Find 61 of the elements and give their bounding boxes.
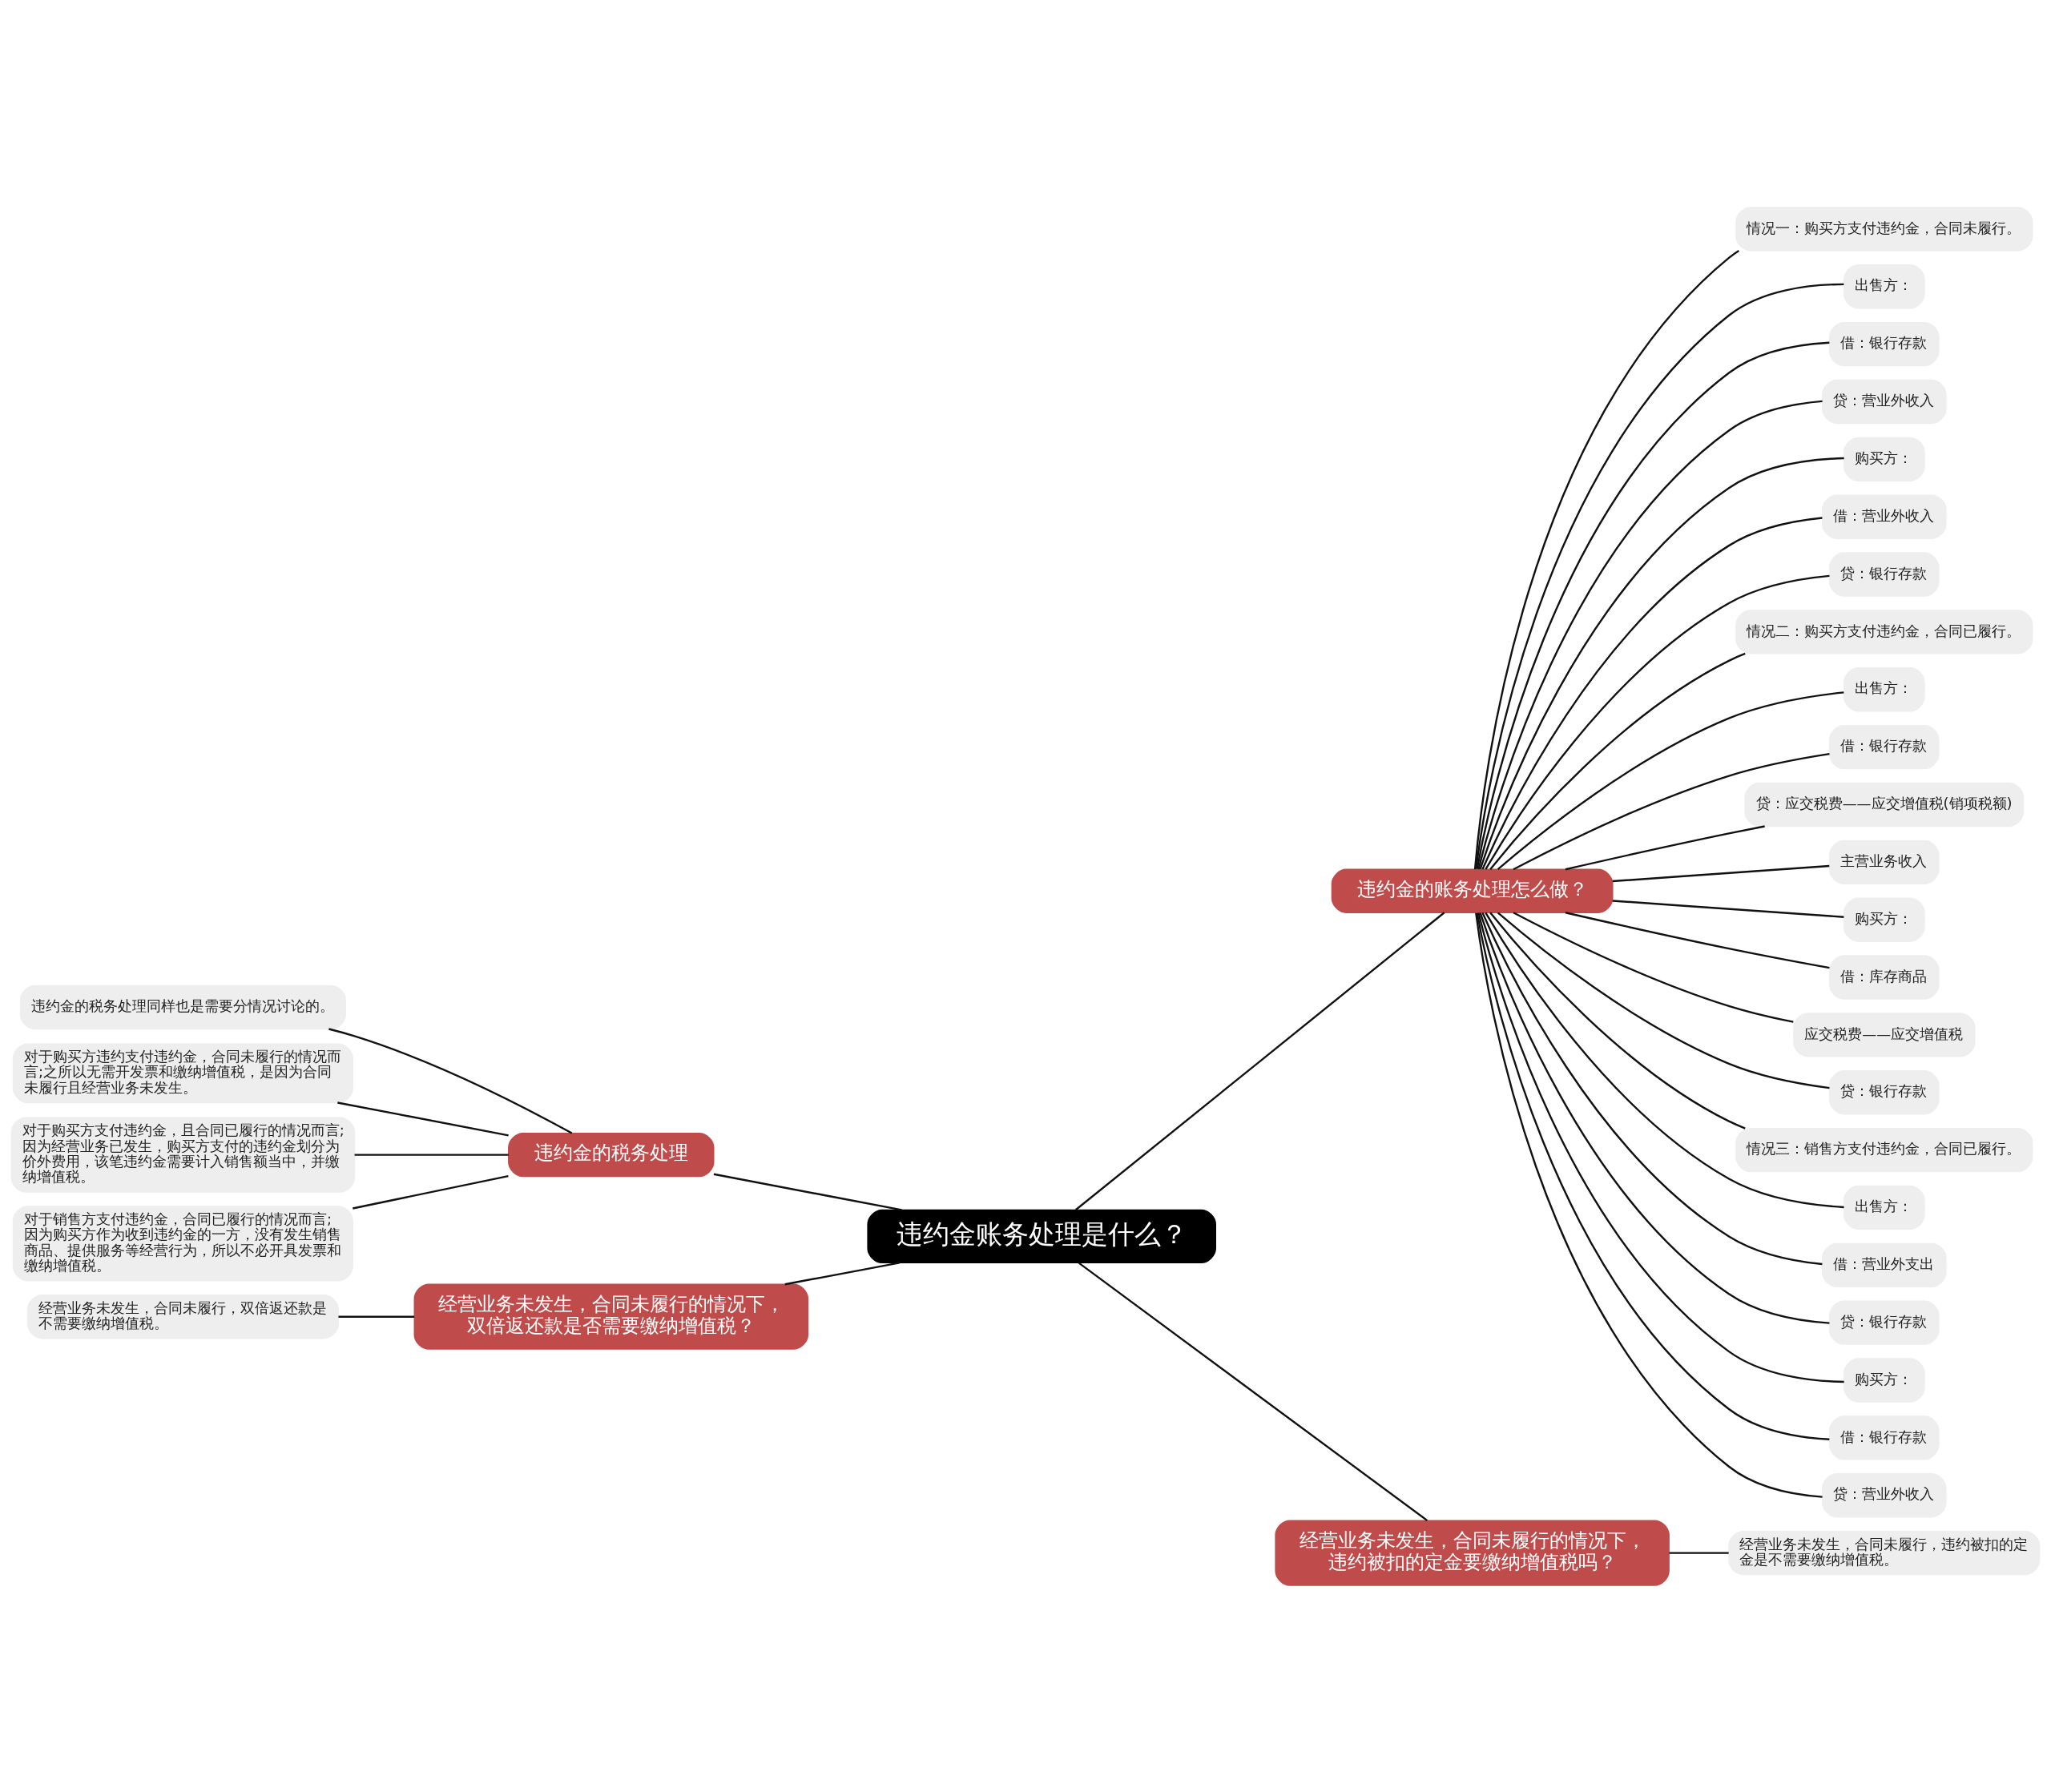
node-box: 借：库存商品 [1828, 954, 1940, 1000]
connector [1481, 516, 1823, 869]
connector [1479, 457, 1844, 869]
node-box: 经营业务未发生，合同未履行的情况下，违约被扣的定金要缴纳增值税吗？ [1275, 1519, 1670, 1586]
connector [1497, 691, 1844, 870]
node-box: 情况三：销售方支付违约金，合同已履行。 [1735, 1127, 2033, 1172]
connector [328, 1027, 573, 1134]
node-box: 出售方： [1843, 264, 1925, 308]
node-box: 借：营业外收入 [1822, 494, 1947, 539]
connector [713, 1173, 902, 1211]
connector [1612, 899, 1844, 918]
node-box: 违约金账务处理是什么？ [867, 1209, 1216, 1263]
node-box: 购买方： [1843, 437, 1925, 481]
node-box: 出售方： [1843, 1185, 1925, 1230]
connector [1078, 1261, 1428, 1521]
connector [338, 1315, 415, 1318]
node-box: 主营业务收入 [1828, 840, 1940, 884]
node-box: 贷：银行存款 [1828, 551, 1940, 597]
node-box: 贷：银行存款 [1828, 1069, 1940, 1114]
node-box: 经营业务未发生，合同未履行的情况下，双倍返还款是否需要缴纳增值税？ [413, 1283, 809, 1350]
connector [1565, 824, 1765, 870]
node-box: 违约金的税务处理同样也是需要分情况讨论的。 [19, 985, 346, 1029]
node-box: 对于购买方支付违约金，且合同已履行的情况而言;因为经营业务已发生，购买方支付的违约金划分为价外费用，该笔违约金需要计入销售额当中，并缴纳增值税。 [10, 1116, 356, 1193]
connector [1612, 864, 1830, 882]
node-box: 出售方： [1843, 666, 1925, 711]
node-box: 借：银行存款 [1828, 321, 1940, 366]
connector [1513, 752, 1830, 870]
connector [1481, 912, 1823, 1265]
connector [1489, 652, 1746, 870]
node-box: 经营业务未发生，合同未履行，违约被扣的定金是不需要缴纳增值税。 [1728, 1530, 2041, 1575]
connector [1473, 249, 1740, 869]
node-box: 违约金的税务处理 [508, 1132, 715, 1177]
node-box: 借：银行存款 [1828, 1415, 1940, 1460]
connector [1489, 912, 1746, 1130]
node-box: 对于购买方违约支付违约金，合同未履行的情况而言;之所以无需开发票和缴纳增值税，是因为合同未履行且经营业务未发生。 [12, 1042, 353, 1103]
connector [1565, 911, 1830, 968]
connector [337, 1101, 509, 1136]
connector [1513, 911, 1794, 1023]
node-box: 经营业务未发生，合同未履行，双倍返还款是不需要缴纳增值税。 [26, 1294, 339, 1339]
node-box: 应交税费——应交增值税 [1793, 1012, 1976, 1057]
node-box: 借：银行存款 [1828, 724, 1940, 769]
node-box: 贷：银行存款 [1828, 1300, 1940, 1345]
connector [353, 1174, 509, 1210]
node-box: 违约金的账务处理怎么做？ [1331, 868, 1614, 913]
node-box: 贷：应交税费——应交增值税(销项税额) [1744, 782, 2025, 827]
node-box: 购买方： [1843, 897, 1925, 942]
connector [1485, 574, 1830, 870]
connector [354, 1153, 509, 1156]
connector [784, 1261, 901, 1285]
node-box: 情况二：购买方支付违约金，合同已履行。 [1735, 609, 2033, 654]
node-box: 贷：营业外收入 [1822, 1472, 1947, 1517]
node-box: 情况一：购买方支付违约金，合同未履行。 [1735, 206, 2033, 252]
node-box: 购买方： [1843, 1357, 1925, 1403]
connector [1497, 911, 1830, 1089]
connector [1479, 912, 1830, 1324]
node-box: 贷：营业外收入 [1822, 379, 1947, 424]
node-box: 借：营业外支出 [1822, 1242, 1947, 1287]
connector [1075, 911, 1445, 1210]
connector [1669, 1551, 1729, 1554]
node-box: 对于销售方支付违约金，合同已履行的情况而言;因为购买方作为收到违约金的一方，没有发生销售商品、提供服务等经营行为，所以不必开具发票和缴纳增值税。 [12, 1205, 353, 1282]
connector [1485, 912, 1844, 1208]
